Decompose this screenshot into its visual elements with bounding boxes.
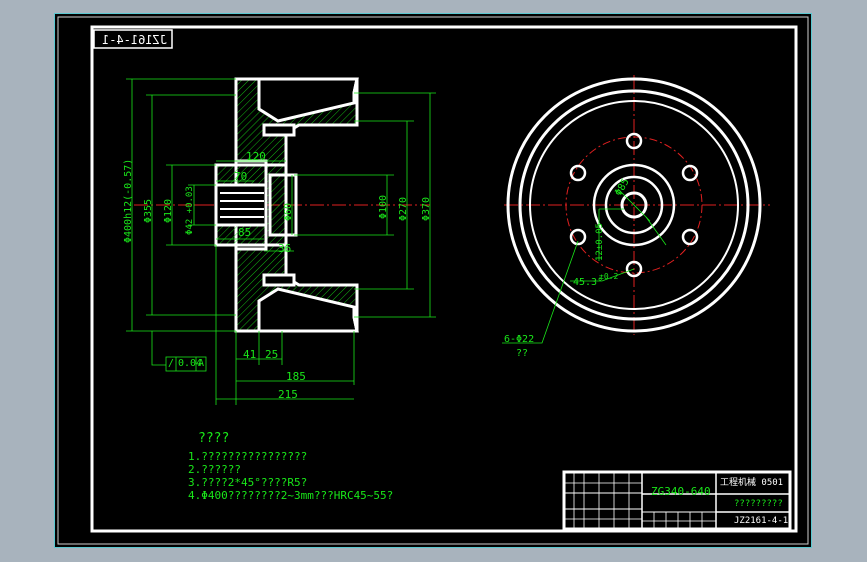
tb-code: JZ2161-4-1 [734,516,789,526]
dim-85: 85 [238,226,252,239]
dim-holes: 6-Φ22 [504,334,535,345]
dim-185: 185 [286,370,306,383]
title-block [562,470,792,531]
dim-d42: Φ42 +0.03 [185,186,195,235]
dim-d355: Φ355 [143,198,154,223]
notes-line-4: 4.Φ400????????2~3mm???HRC45~55? [188,489,394,502]
dim-keyway: 12±0.05 [595,223,605,261]
dim-d400: Φ400h12(-0.57) [123,158,134,243]
inner-frame [90,25,798,533]
drawing-viewport[interactable]: JZ161-4-1 Φ400h12(-0.57) Φ355 Φ120 Φ42 +… [54,13,812,548]
notes-line-1: 1.???????????????? [188,450,308,463]
dim-holes-note: ?? [516,348,529,359]
notes-heading: ???? [198,431,230,446]
tolerance-symbol: / [168,358,175,369]
viewport-border [54,13,812,548]
dim-angle-tol: ±0.2 [599,272,619,281]
mirror-title: JZ161-4-1 [102,33,168,47]
dim-25: 25 [265,348,279,361]
section-view [126,77,436,405]
mirror-title-box [93,29,173,49]
tb-material: ZG340-640 [651,485,711,498]
dim-36: 36 [278,242,292,255]
drawing-sheet [54,13,812,548]
dim-215: 215 [278,388,298,401]
dim-d370: Φ370 [421,196,432,221]
outer-frame [57,16,809,545]
dim-d60: Φ60 [283,202,294,221]
dim-d100: Φ100 [378,194,389,219]
face-view [502,75,770,344]
dim-d120: Φ120 [163,198,174,223]
dim-angle: 45.3° [573,277,604,288]
tb-name: ????????? [734,499,783,509]
tb-school: 工程机械 0501 [720,478,784,488]
datum-letter: A [198,358,205,369]
tolerance-value: 0.04 [178,358,203,369]
notes-line-3: 3.????2*45°????R5? [188,476,308,489]
dim-70: 70 [234,170,248,183]
dim-41: 41 [243,348,257,361]
notes-line-2: 2.?????? [188,463,241,476]
dim-d270: Φ270 [398,196,409,221]
dim-120: 120 [246,150,266,163]
